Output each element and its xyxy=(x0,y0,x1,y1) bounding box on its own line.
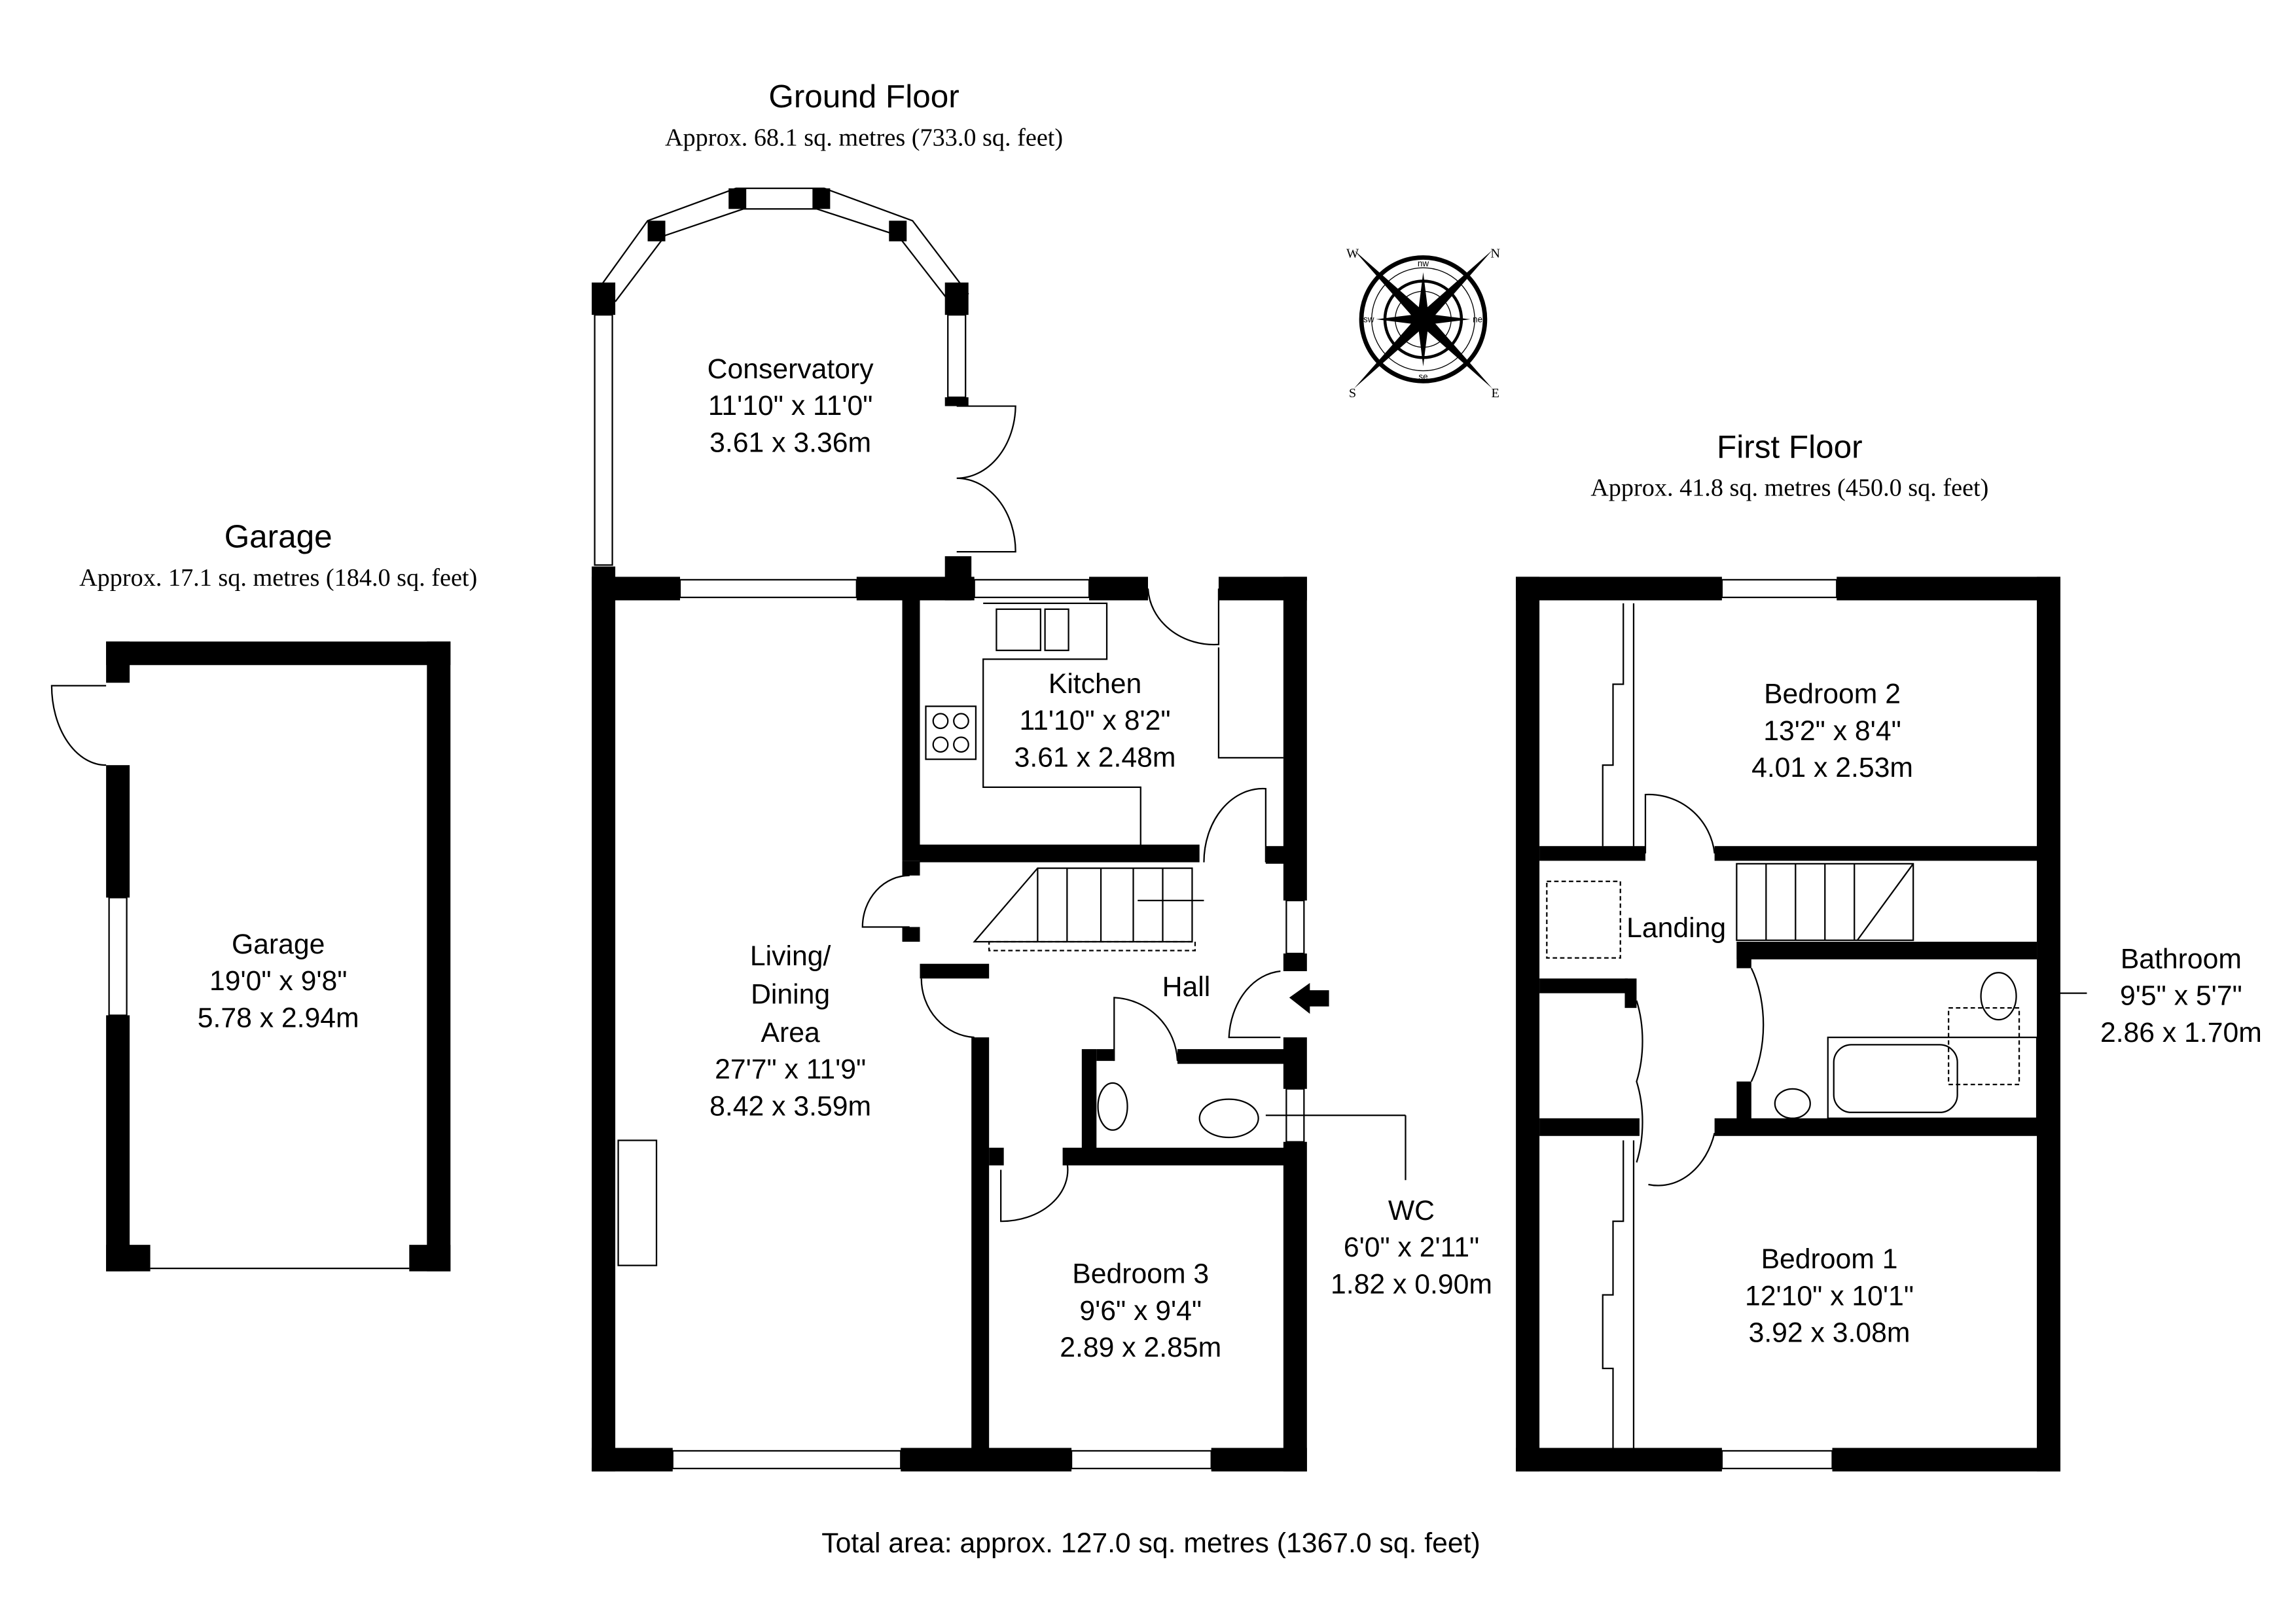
living-name-3: Area xyxy=(761,1017,820,1048)
bedroom3-name: Bedroom 3 xyxy=(1072,1258,1209,1290)
wc-metric: 1.82 x 0.90m xyxy=(1331,1268,1492,1300)
compass-n: N xyxy=(1490,246,1500,260)
compass-w: W xyxy=(1346,246,1359,260)
living-metric: 8.42 x 3.59m xyxy=(709,1090,871,1122)
bedroom2-name: Bedroom 2 xyxy=(1764,679,1901,710)
first-floor-area: Approx. 41.8 sq. metres (450.0 sq. feet) xyxy=(1590,474,1988,502)
compass-e: E xyxy=(1491,386,1499,401)
kitchen-name: Kitchen xyxy=(1049,668,1141,700)
compass-s: S xyxy=(1349,386,1356,401)
ground-floor-title: Ground Floor xyxy=(768,79,959,115)
compass-nw: nw xyxy=(1418,259,1429,268)
garage-room-metric: 5.78 x 2.94m xyxy=(198,1002,359,1033)
bedroom1-imperial: 12'10" x 10'1" xyxy=(1745,1280,1914,1311)
compass-ne: ne xyxy=(1473,314,1482,324)
ground-floor-plan: Conservatory 11'10" x 11'0" 3.61 x 3.36m xyxy=(592,187,1492,1472)
wc-name: WC xyxy=(1388,1195,1435,1226)
compass-sw: sw xyxy=(1363,314,1374,324)
bathroom-metric: 2.86 x 1.70m xyxy=(2100,1017,2262,1048)
compass-rose-icon: W N S E nw ne se sw xyxy=(1346,246,1500,401)
first-floor-title: First Floor xyxy=(1717,429,1863,465)
garage-room-imperial: 19'0" x 9'8" xyxy=(209,965,347,997)
bedroom1-name: Bedroom 1 xyxy=(1761,1243,1898,1275)
kitchen-imperial: 11'10" x 8'2" xyxy=(1020,705,1171,736)
living-name-1: Living/ xyxy=(750,940,831,972)
garage-plan: Garage 19'0" x 9'8" 5.78 x 2.94m xyxy=(50,641,451,1272)
first-floor-plan: Bedroom 2 13'2" x 8'4" 4.01 x 2.53m Land… xyxy=(1516,577,2262,1472)
kitchen-metric: 3.61 x 2.48m xyxy=(1014,741,1176,773)
bedroom3-metric: 2.89 x 2.85m xyxy=(1060,1332,1221,1363)
ground-floor-area: Approx. 68.1 sq. metres (733.0 sq. feet) xyxy=(665,124,1063,152)
bedroom2-imperial: 13'2" x 8'4" xyxy=(1763,715,1901,747)
garage-title: Garage xyxy=(224,518,332,554)
compass-se: se xyxy=(1418,372,1427,382)
bedroom3-imperial: 9'6" x 9'4" xyxy=(1079,1295,1202,1327)
living-imperial: 27'7" x 11'9" xyxy=(715,1054,866,1085)
total-area: Total area: approx. 127.0 sq. metres (13… xyxy=(821,1527,1480,1559)
landing-name: Landing xyxy=(1626,912,1726,944)
conservatory-name: Conservatory xyxy=(708,353,874,385)
bedroom2-metric: 4.01 x 2.53m xyxy=(1751,752,1913,783)
hall-name: Hall xyxy=(1162,971,1211,1003)
living-name-2: Dining xyxy=(751,978,830,1010)
bedroom1-metric: 3.92 x 3.08m xyxy=(1749,1317,1910,1349)
conservatory-imperial: 11'10" x 11'0" xyxy=(708,390,873,421)
entrance-arrow-icon xyxy=(1289,982,1329,1014)
garage-room-name: Garage xyxy=(232,929,325,960)
garage-area: Approx. 17.1 sq. metres (184.0 sq. feet) xyxy=(79,564,477,592)
bathroom-imperial: 9'5" x 5'7" xyxy=(2120,980,2242,1012)
bathroom-name: Bathroom xyxy=(2121,943,2242,974)
wc-imperial: 6'0" x 2'11" xyxy=(1344,1232,1479,1263)
conservatory-metric: 3.61 x 3.36m xyxy=(709,427,871,458)
